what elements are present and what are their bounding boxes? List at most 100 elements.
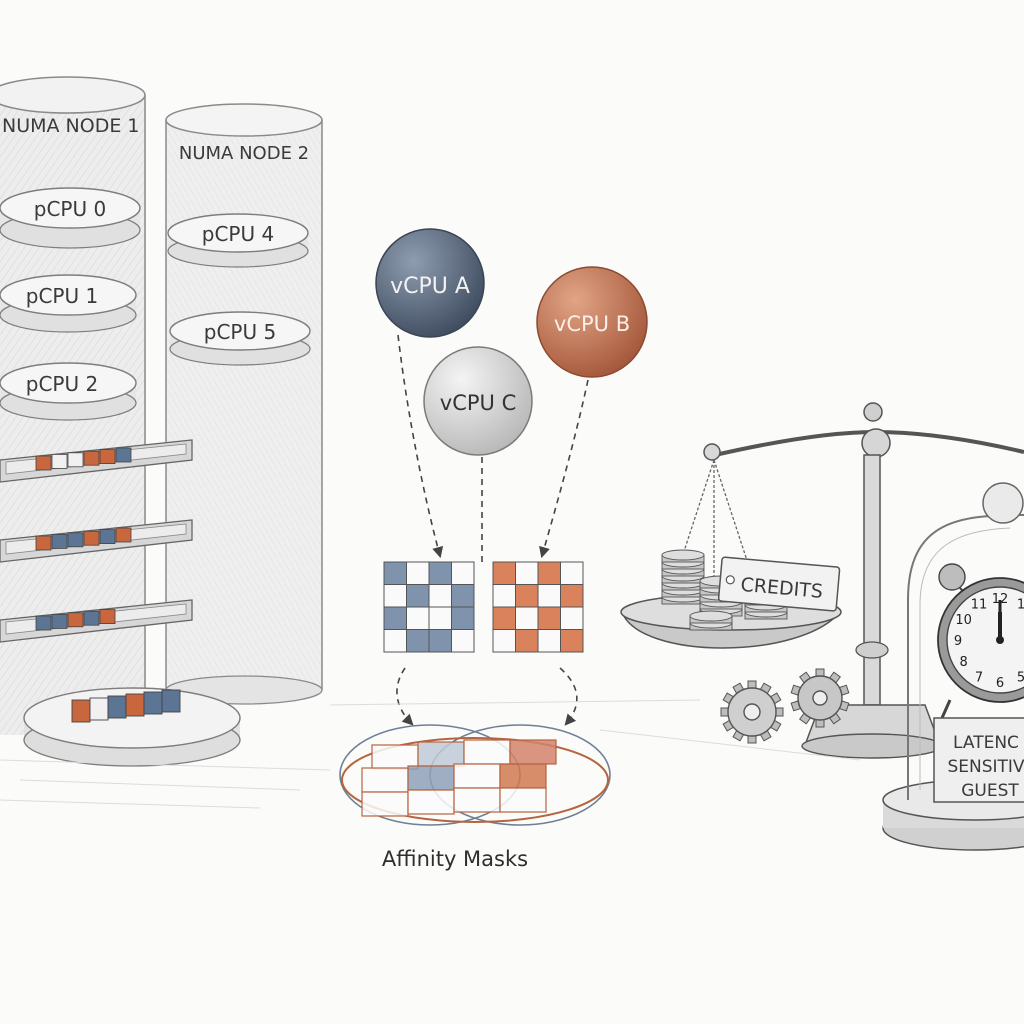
queue-block xyxy=(115,527,132,543)
clock-numeral: 10 xyxy=(955,613,972,628)
overlap-cell xyxy=(417,741,465,767)
queue-block xyxy=(67,452,84,468)
queue-block xyxy=(99,529,116,544)
coin-top xyxy=(689,610,733,622)
mask-cell xyxy=(383,561,407,585)
numa-node-2-label: NUMA NODE 2 xyxy=(179,143,309,164)
mask-cell xyxy=(383,584,407,608)
pcpu-5-disc: pCPU 5 xyxy=(169,311,311,366)
mask-cell xyxy=(451,561,475,585)
mask-cell xyxy=(492,629,516,653)
pcpu-1-label: pCPU 1 xyxy=(26,284,98,308)
queue-block xyxy=(35,615,52,631)
mask-cell xyxy=(451,629,475,653)
queue-block xyxy=(67,612,84,628)
clock-numeral: 6 xyxy=(996,676,1004,691)
mask-cell xyxy=(515,606,539,630)
queue-block xyxy=(83,610,100,626)
clock-numeral: 12 xyxy=(992,592,1009,607)
mask-cell xyxy=(492,606,516,630)
queue-block xyxy=(143,691,163,715)
mask-cell xyxy=(383,629,407,653)
overlap-ring-outer xyxy=(341,737,609,823)
pcpu-4-disc: pCPU 4 xyxy=(167,213,309,268)
mask-cell xyxy=(537,584,561,608)
mask-cell xyxy=(492,584,516,608)
guest-label-line-1: LATENC xyxy=(953,733,1019,753)
mask-cell xyxy=(537,606,561,630)
clock-numeral: 9 xyxy=(954,634,962,649)
queue-block xyxy=(83,450,100,466)
vcpu-a-sphere: vCPU A xyxy=(375,228,485,338)
queue-block xyxy=(125,693,145,717)
clock-numeral: 8 xyxy=(959,655,967,670)
pcpu-2-label: pCPU 2 xyxy=(26,372,98,396)
mask-cell xyxy=(560,606,584,630)
arrow-vcpu-b xyxy=(539,379,589,559)
gear-icon xyxy=(720,668,850,744)
mask-cell xyxy=(428,606,452,630)
vcpu-a-label: vCPU A xyxy=(390,274,470,299)
pcpu-1-disc: pCPU 1 xyxy=(0,274,137,333)
vcpu-to-mask-arrows xyxy=(397,334,589,565)
mask-cell xyxy=(560,584,584,608)
pcpu-4-label: pCPU 4 xyxy=(202,222,274,246)
mask-cell xyxy=(451,606,475,630)
queue-block xyxy=(35,455,52,471)
mask-cell xyxy=(492,561,516,585)
queue-block xyxy=(51,614,68,629)
overlap-cell xyxy=(361,767,409,793)
queue-block xyxy=(51,534,68,549)
vcpu-c-sphere: vCPU C xyxy=(423,346,533,456)
mask-cell xyxy=(428,561,452,585)
guest-label-line-2: SENSITIV xyxy=(947,757,1024,777)
overlap-cell xyxy=(453,787,501,813)
pcpu-0-label: pCPU 0 xyxy=(34,197,106,221)
mask-cell xyxy=(406,561,430,585)
overlap-cell xyxy=(499,763,547,789)
mask-cell xyxy=(383,606,407,630)
mask-cell xyxy=(515,561,539,585)
latency-sensitive-guest-plaque: LATENC SENSITIV GUEST xyxy=(933,717,1024,803)
mask-cell xyxy=(428,584,452,608)
queue-block xyxy=(161,689,181,713)
run-queue-tray xyxy=(0,519,193,563)
mask-cell xyxy=(560,629,584,653)
mask-cell xyxy=(406,584,430,608)
pcpu-0-disc: pCPU 0 xyxy=(0,187,141,249)
ground-shading xyxy=(0,699,861,809)
queue-block xyxy=(67,532,84,548)
affinity-mask-blue-grid xyxy=(383,561,475,653)
run-queue-trays xyxy=(0,439,193,643)
overlap-cell xyxy=(453,763,501,789)
mask-cell xyxy=(406,606,430,630)
queue-block xyxy=(99,449,116,465)
mask-cell xyxy=(428,629,452,653)
queue-block xyxy=(115,447,132,463)
vcpu-b-label: vCPU B xyxy=(554,312,630,336)
credits-tag: CREDITS xyxy=(717,556,841,612)
overlap-cell xyxy=(361,791,409,817)
clock-numeral: 5 xyxy=(1017,670,1024,685)
mask-cell xyxy=(537,629,561,653)
queue-block xyxy=(35,535,52,551)
queue-block xyxy=(89,697,109,721)
mask-cell xyxy=(515,629,539,653)
base-disc-blocks xyxy=(71,689,181,723)
arrow-blue-mask-down xyxy=(396,667,414,726)
clock-numerals: 121234567891011 xyxy=(954,592,1024,691)
mask-cell xyxy=(451,584,475,608)
queue-block xyxy=(83,530,100,546)
mask-cell xyxy=(560,561,584,585)
guest-label-line-3: GUEST xyxy=(961,781,1019,801)
queue-block xyxy=(99,609,116,624)
pcpu-5-label: pCPU 5 xyxy=(204,320,276,344)
arrow-vcpu-a xyxy=(397,334,444,559)
mask-to-overlap-arrows xyxy=(396,667,578,726)
vcpu-b-sphere: vCPU B xyxy=(536,266,648,378)
mask-cell xyxy=(406,629,430,653)
alarm-clock-icon: 121234567891011 xyxy=(937,563,1024,719)
overlap-cell xyxy=(407,789,455,815)
